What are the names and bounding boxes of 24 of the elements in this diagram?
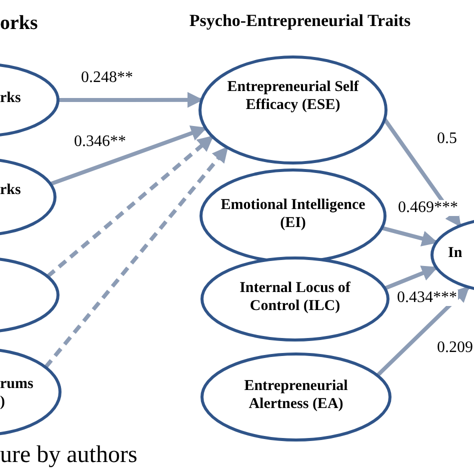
- edge-label: 0.434***: [396, 290, 458, 306]
- dashed-arrow: [44, 146, 229, 369]
- node-label: In: [448, 244, 464, 262]
- node-label: rks: [0, 181, 22, 199]
- node-label: Internal Locus of Control (ILC): [238, 279, 352, 315]
- arrow: [382, 118, 462, 228]
- edge-label: 0.469***: [397, 200, 459, 216]
- section-heading: Psycho-Entrepreneurial Traits: [188, 10, 412, 32]
- caption: ure by authors: [0, 443, 138, 467]
- arrow: [50, 125, 208, 186]
- node-label: rks: [0, 89, 22, 107]
- node-label: Entrepreneurial Self Efficacy (ESE): [226, 78, 360, 114]
- section-heading: orks: [0, 11, 38, 36]
- arrow: [58, 92, 204, 108]
- node-label: Entrepreneurial Alertness (EA): [243, 377, 349, 413]
- arrow: [376, 286, 470, 377]
- arrow: [384, 266, 438, 290]
- construct-ellipse: [200, 352, 392, 442]
- construct-ellipse: [200, 256, 390, 342]
- node-label: rums ): [0, 375, 34, 411]
- construct-ellipse: [198, 55, 388, 165]
- arrow: [381, 226, 438, 246]
- node-label: Emotional Intelligence (EI): [220, 196, 366, 232]
- dashed-arrow: [46, 134, 214, 278]
